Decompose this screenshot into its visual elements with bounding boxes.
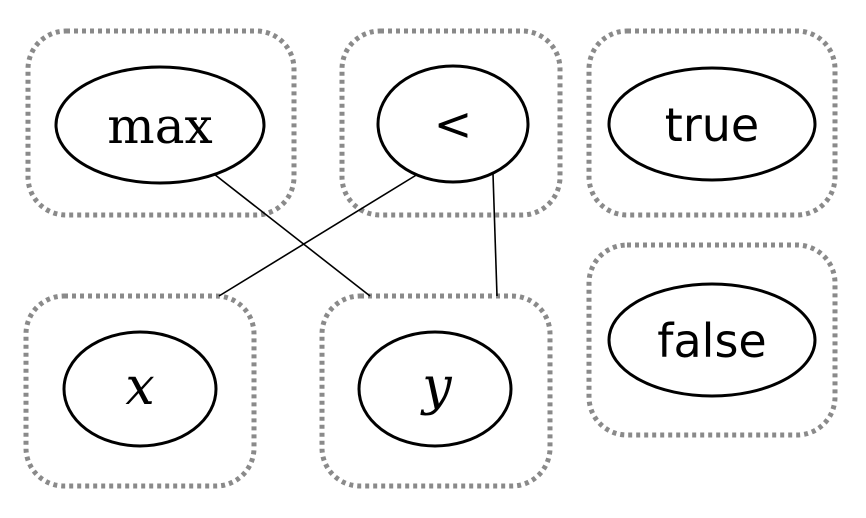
edge-less-than-to-y (492, 173, 498, 297)
node-less-than-ellipse (376, 64, 530, 184)
group-box-less-than (339, 28, 563, 218)
node-false[interactable]: false (607, 282, 817, 398)
node-true-label: true (665, 98, 759, 152)
node-true[interactable]: true (607, 66, 817, 182)
edge-less-than-to-x (218, 173, 419, 297)
node-true-ellipse (607, 66, 817, 182)
group-box-true (586, 28, 838, 218)
node-y[interactable]: y (357, 330, 513, 448)
group-box-false (586, 242, 838, 438)
node-y-ellipse (357, 330, 513, 448)
node-max[interactable]: max (54, 65, 266, 185)
group-box-x (23, 293, 257, 489)
node-less-than-label: < (434, 97, 473, 151)
group-box-y (319, 293, 553, 489)
node-x-label: x (125, 357, 154, 417)
node-max-ellipse (54, 65, 266, 185)
node-x-ellipse (62, 330, 218, 448)
node-less-than[interactable]: < (376, 64, 530, 184)
node-false-ellipse (607, 282, 817, 398)
node-y-label: y (420, 357, 452, 417)
node-x[interactable]: x (62, 330, 218, 448)
group-box-max (25, 28, 297, 218)
edge-max-to-y (213, 173, 371, 297)
node-max-label: max (107, 97, 212, 155)
node-false-label: false (657, 314, 766, 368)
